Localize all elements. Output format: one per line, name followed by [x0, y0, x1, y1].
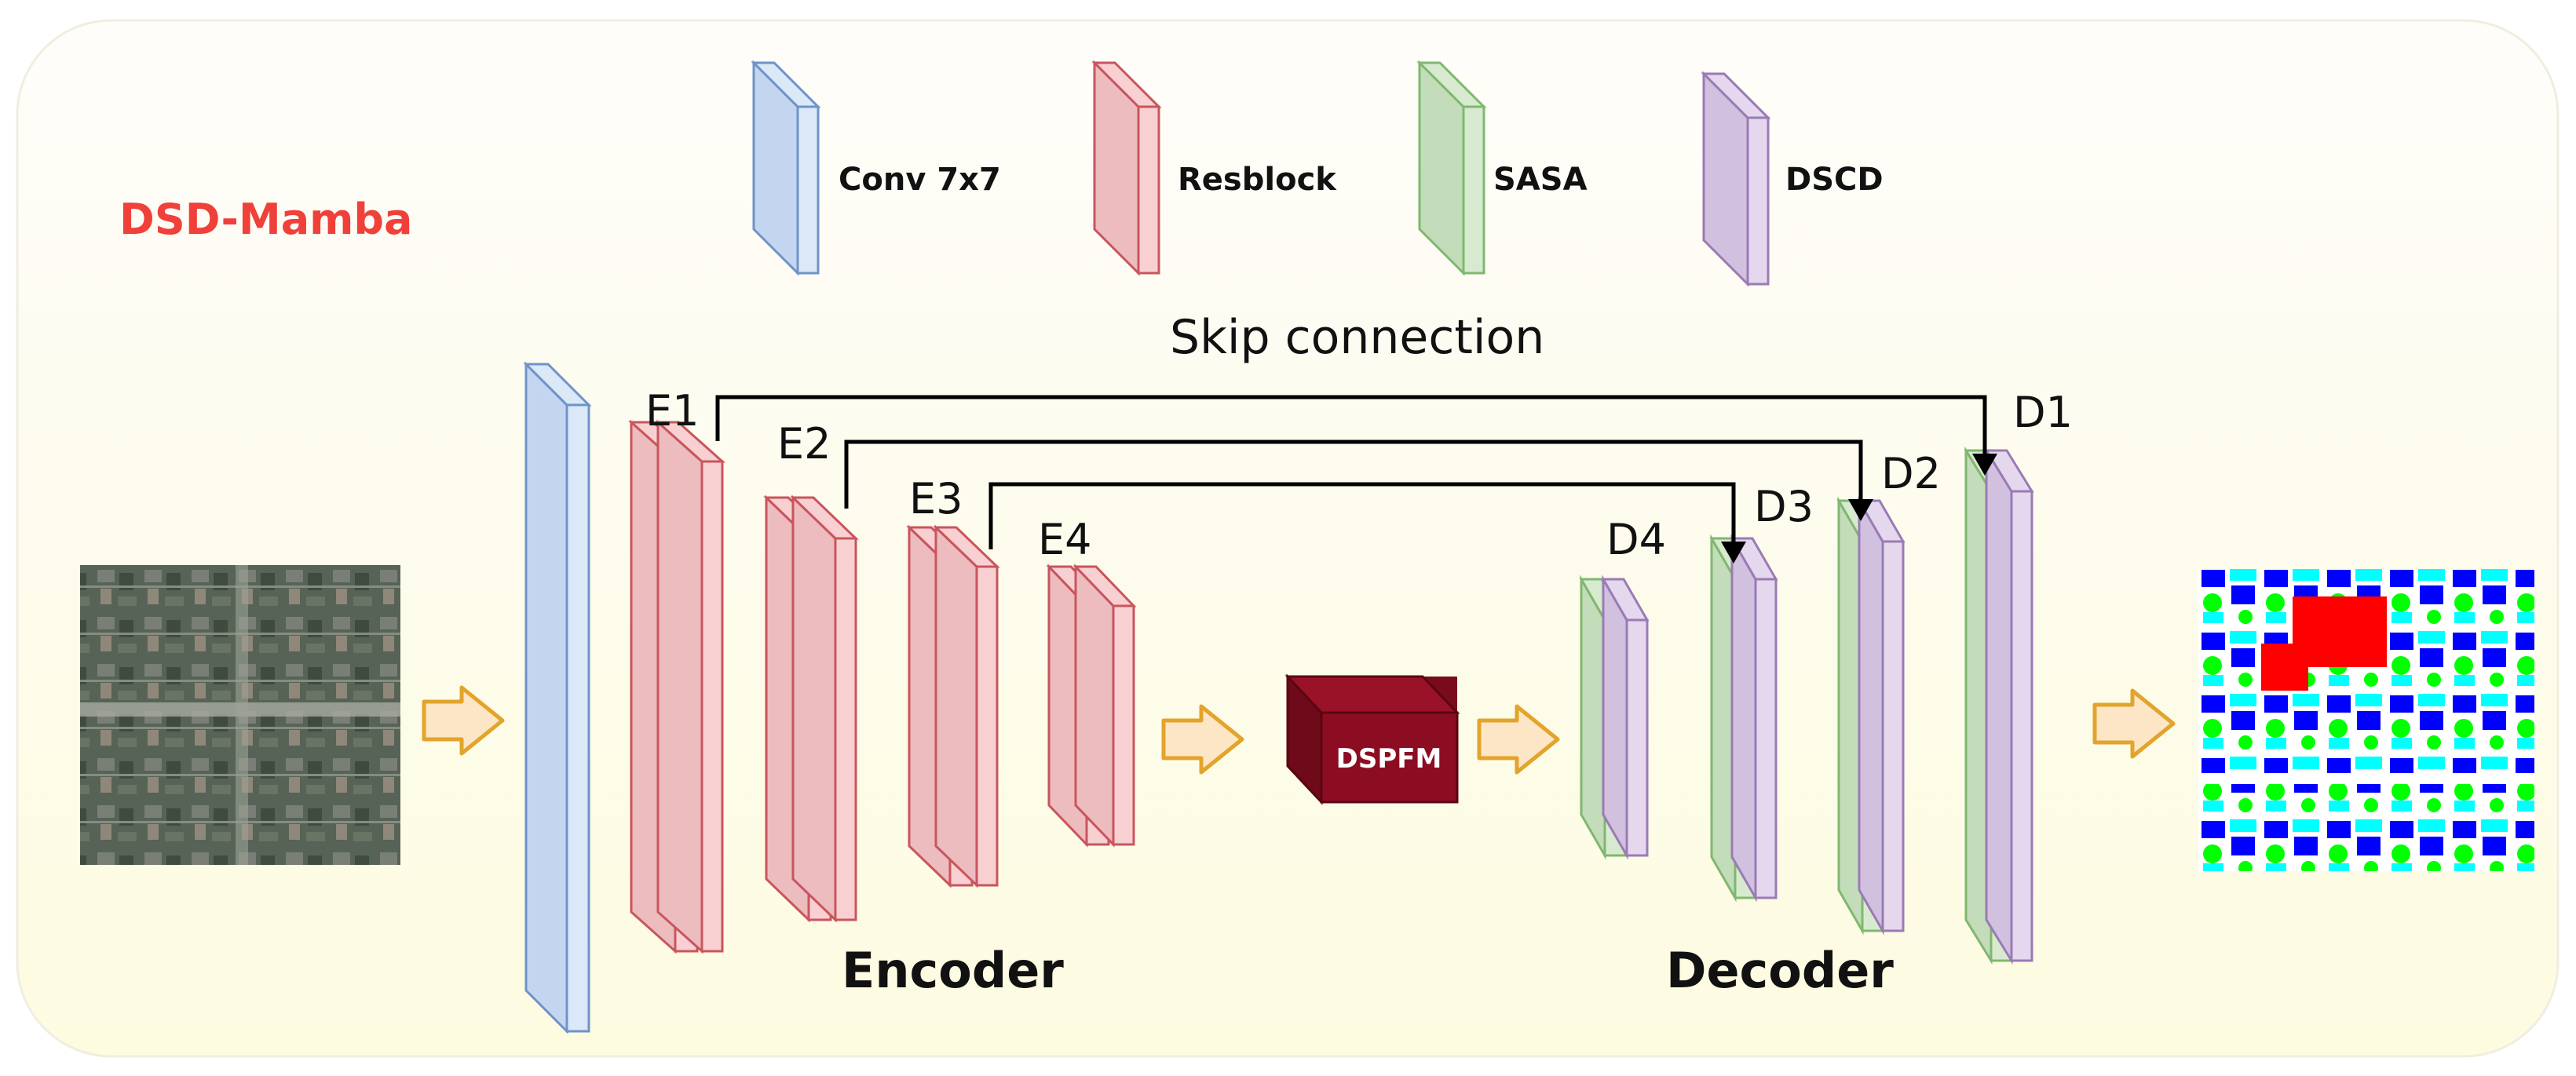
encoder-e1-resblock-b-front: [700, 460, 724, 953]
dspfm-front-face: [1320, 711, 1459, 804]
decoder-d1-dscd: [1984, 446, 2034, 965]
diagram-title: DSD-Mamba: [119, 195, 413, 244]
stage-label-d3: D3: [1754, 482, 1814, 531]
stage-label-d4: D4: [1606, 515, 1666, 564]
legend-swatch-resblock-front: [1137, 105, 1160, 275]
legend-label-dscd: DSCD: [1785, 162, 1884, 198]
stage-label-e3: E3: [909, 474, 963, 523]
legend-label-resblock: Resblock: [1178, 162, 1337, 198]
skip-connection-e2-d2: [844, 440, 1863, 509]
encoder-e2-resblock-b-front: [834, 537, 857, 921]
skip-arrowheads: [1721, 454, 1997, 564]
decoder-d3-dscd-front: [1754, 578, 1778, 899]
legend-swatch-sasa-front: [1462, 105, 1485, 275]
stage-label-d1: D1: [2013, 388, 2073, 437]
stage-label-e4: E4: [1038, 515, 1091, 564]
decoder-d4-sasa-side: [1580, 574, 1606, 860]
flow-arrow-bottleneck-out: [1477, 704, 1560, 775]
legend-swatch-dscd-front: [1746, 116, 1770, 286]
encoder-e2-resblock-b: [790, 494, 859, 923]
stage-labels: E1 E2 E3 E4 D4 D3 D2 D1: [645, 386, 2073, 564]
decoder-d4-dscd: [1601, 574, 1650, 860]
output-segmentation-map: [2198, 569, 2534, 871]
conv7x7-block: [523, 361, 592, 1034]
legend: Conv 7x7 Resblock SASA DSCD: [751, 60, 1884, 287]
conv7x7-block-side: [524, 361, 568, 1034]
conv7x7-block-front: [565, 403, 590, 1033]
arrowhead-d1: [1972, 454, 1997, 476]
decoder-d2-dscd-front: [1881, 540, 1905, 932]
input-aerial-image: [80, 565, 400, 865]
arrowhead-d3: [1721, 542, 1746, 564]
dspfm-label: DSPFM: [1336, 743, 1442, 775]
decoder-d1-dscd-front: [2010, 490, 2033, 962]
encoder-e3-resblock-b-side: [934, 524, 978, 888]
stage-label-e2: E2: [777, 419, 831, 469]
encoder-e4-resblock-b-front: [1112, 604, 1135, 846]
legend-swatch-conv: [751, 60, 821, 276]
decoder-d3-dscd: [1730, 534, 1778, 903]
stage-label-e1: E1: [645, 386, 699, 436]
stage-label-d2: D2: [1881, 449, 1941, 498]
legend-swatch-conv-front: [796, 105, 820, 275]
flow-arrow-output: [2092, 688, 2176, 759]
flow-arrow-input: [422, 685, 505, 756]
legend-label-conv: Conv 7x7: [839, 162, 1001, 198]
flow-arrow-encoder-out: [1161, 704, 1244, 775]
skip-connections: [715, 395, 1987, 549]
arrowhead-d2: [1848, 499, 1873, 521]
decoder-d2-dscd: [1857, 496, 1906, 936]
encoder-e1-resblock-b: [655, 419, 725, 954]
legend-swatch-dscd: [1701, 71, 1771, 287]
encoder-e2-resblock-b-side: [791, 494, 837, 923]
decoder-d4-dscd-front: [1625, 618, 1649, 857]
legend-swatch-sasa: [1416, 60, 1487, 276]
skip-connection-e1-d1: [715, 395, 1987, 461]
encoder-e1-resblock-b-side: [656, 419, 703, 954]
encoder-e4-resblock-b: [1072, 564, 1137, 848]
decoder-d4-dscd-side: [1602, 574, 1628, 860]
bottleneck-dspfm: DSPFM: [1284, 673, 1460, 805]
encoder-e3-resblock-b-front: [975, 565, 999, 887]
skip-connection-e3-d3: [988, 482, 1736, 549]
legend-label-sasa: SASA: [1493, 162, 1588, 198]
decoder-d1-dscd-side: [1985, 446, 2013, 965]
decoder-d3-dscd-side: [1730, 534, 1757, 903]
decoder-d2-dscd-side: [1858, 496, 1884, 936]
decoder-label: Decoder: [1666, 942, 1894, 999]
skip-connection-label: Skip connection: [1170, 310, 1544, 365]
encoder-label: Encoder: [842, 942, 1064, 999]
legend-swatch-resblock: [1091, 60, 1162, 276]
encoder-e3-resblock-b: [933, 524, 1000, 888]
encoder-e4-resblock-b-side: [1074, 564, 1115, 848]
